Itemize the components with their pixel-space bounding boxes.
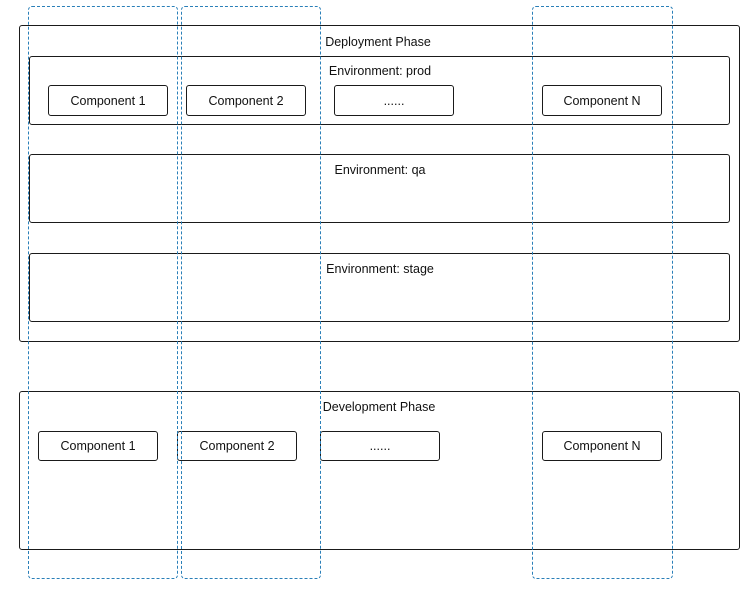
development-phase-title: Development Phase bbox=[322, 400, 436, 414]
environment-prod-label: Environment: prod bbox=[328, 64, 432, 78]
dev-component-n[interactable]: Component N bbox=[542, 431, 662, 461]
prod-component-1[interactable]: Component 1 bbox=[48, 85, 168, 116]
deployment-phase-title: Deployment Phase bbox=[325, 35, 431, 49]
environment-qa bbox=[29, 154, 730, 223]
development-phase-container bbox=[19, 391, 740, 550]
deployment-phase-container bbox=[19, 25, 740, 342]
environment-stage-label: Environment: stage bbox=[326, 262, 434, 276]
environment-stage bbox=[29, 253, 730, 322]
dev-component-1[interactable]: Component 1 bbox=[38, 431, 158, 461]
component-n-lane bbox=[532, 6, 673, 579]
component-2-lane bbox=[181, 6, 321, 579]
prod-component-n[interactable]: Component N bbox=[542, 85, 662, 116]
dev-component-2[interactable]: Component 2 bbox=[177, 431, 297, 461]
environment-prod bbox=[29, 56, 730, 125]
environment-qa-label: Environment: qa bbox=[334, 163, 426, 177]
dev-component-ellipsis[interactable]: ...... bbox=[320, 431, 440, 461]
prod-component-ellipsis[interactable]: ...... bbox=[334, 85, 454, 116]
component-1-lane bbox=[28, 6, 178, 579]
prod-component-2[interactable]: Component 2 bbox=[186, 85, 306, 116]
